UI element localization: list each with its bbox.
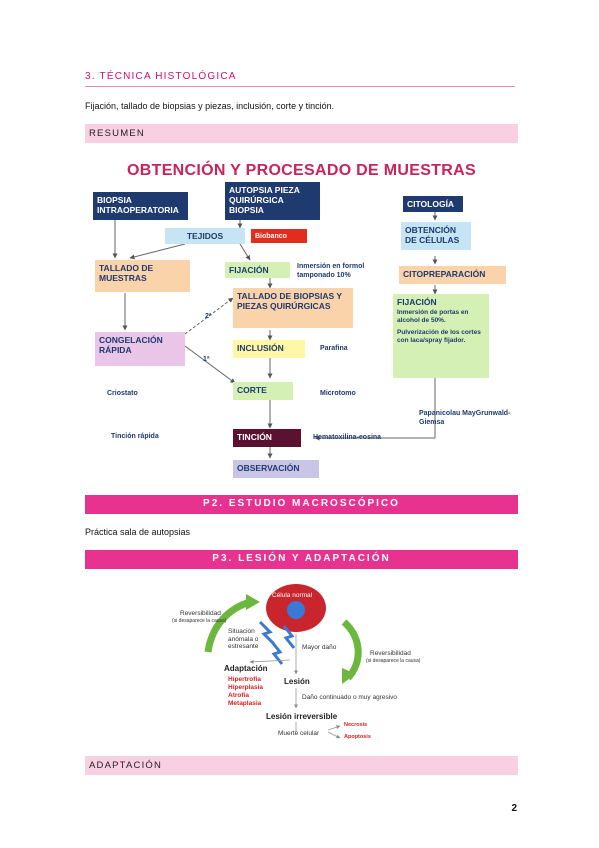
obtencion-celulas-box: OBTENCIÓN DE CÉLULAS <box>401 222 471 250</box>
citologia-box: CITOLOGÍA <box>403 196 463 212</box>
corte-box: CORTE <box>233 382 293 400</box>
reversibilidad-right: Reversibilidad <box>370 650 411 657</box>
autopsia-box: AUTOPSIA PIEZA QUIRÚRGICA BIOPSIA <box>225 182 320 220</box>
adaptacion-item: Hiperplasia <box>228 684 264 691</box>
fijacion-cito-note2: Pulverización de los cortes con laca/spr… <box>397 329 481 344</box>
adaptacion-band: ADAPTACIÓN <box>85 756 518 775</box>
muerte-celular-label: Muerte celular <box>278 730 320 737</box>
lesion-label: Lesión <box>284 677 310 686</box>
adaptacion-label: Adaptación <box>224 664 268 673</box>
intro-text: Fijación, tallado de biopsias y piezas, … <box>85 101 335 111</box>
adaptacion-band-label: ADAPTACIÓN <box>89 760 163 771</box>
fijacion-cito-box: FIJACIÓN Inmersión de portas en alcohol … <box>393 294 489 378</box>
adaptacion-item: Metaplasia <box>228 700 262 707</box>
biobanco-box: Biobanco <box>251 229 307 243</box>
mayor-dano-label: Mayor daño <box>302 644 337 651</box>
celula-normal-label: Célula normal <box>272 592 313 599</box>
reversibility-left-arrow <box>204 598 252 653</box>
citopreparacion-box: CITOPREPARACIÓN <box>399 266 506 284</box>
papanicolau-label: Papanicolau MayGrunwald-Giemsa <box>419 410 511 426</box>
resumen-label: RESUMEN <box>89 128 145 139</box>
label-1a: 1ª <box>203 356 210 363</box>
label-2a: 2ª <box>205 313 212 320</box>
necrosis-label: Necrosis <box>344 722 368 728</box>
flowchart: OBTENCIÓN Y PROCESADO DE MUESTRAS BIOPSI… <box>85 148 518 488</box>
parafina-label: Parafina <box>320 345 348 352</box>
criostato-label: Criostato <box>107 390 138 397</box>
p2-label: P2. ESTUDIO MACROSCÓPICO <box>203 498 400 509</box>
fijacion-note: Inmersión en formol tamponado 10% <box>297 263 365 279</box>
apoptosis-label: Apoptosis <box>344 734 371 740</box>
tallado-muestras-box: TALLADO DE MUESTRAS <box>95 260 190 292</box>
lightning-icon <box>270 641 284 665</box>
lesion-irreversible-label: Lesión irreversible <box>266 712 338 721</box>
practica-text: Práctica sala de autopsias <box>85 527 191 537</box>
dano-continuado-label: Daño continuado o muy agresivo <box>302 694 398 701</box>
fijacion-box: FIJACIÓN <box>225 262 290 278</box>
tallado-biopsias-box: TALLADO DE BIOPSIAS Y PIEZAS QUIRÚRGICAS <box>233 288 353 328</box>
adaptacion-item: Atrofia <box>228 692 249 699</box>
observacion-box: OBSERVACIÓN <box>233 460 319 478</box>
section-divider <box>85 86 515 87</box>
tincion-rapida-label: Tinción rápida <box>111 433 159 440</box>
tincion-box: TINCIÓN <box>233 429 301 447</box>
resumen-band: RESUMEN <box>85 124 518 143</box>
adaptacion-item: Hipertrofia <box>228 676 261 683</box>
p3-label: P3. LESIÓN Y ADAPTACIÓN <box>212 553 391 564</box>
flowchart-arrows <box>112 198 438 459</box>
cell-nucleus <box>287 601 305 619</box>
section-title: 3. TÉCNICA HISTOLÓGICA <box>85 71 237 82</box>
lesion-graphics <box>204 584 362 739</box>
reversibilidad-left-sub: (si desaparece la causa) <box>172 618 227 624</box>
lightning-icon <box>282 625 296 649</box>
reversibilidad-right-sub: (si desaparece la causa) <box>366 658 421 664</box>
situacion-label: Situación anómala o estresante <box>228 628 259 650</box>
page-number: 2 <box>511 803 517 814</box>
flowchart-title: OBTENCIÓN Y PROCESADO DE MUESTRAS <box>127 162 476 179</box>
fijacion-cito-label: FIJACIÓN <box>397 297 437 307</box>
p2-band: P2. ESTUDIO MACROSCÓPICO <box>85 495 518 514</box>
fijacion-cito-note1: Inmersión de portas en alcohol de 50%. <box>397 309 469 324</box>
tejidos-box: TEJIDOS <box>165 228 245 244</box>
p3-band: P3. LESIÓN Y ADAPTACIÓN <box>85 550 518 569</box>
hematoxilina-label: Hematoxilina-eosina <box>313 434 382 441</box>
congelacion-box: CONGELACIÓN RÁPIDA <box>95 332 185 366</box>
inclusion-box: INCLUSIÓN <box>233 340 305 358</box>
lightning-icon <box>258 620 276 646</box>
biopsia-box: BIOPSIA INTRAOPERATORIA <box>93 192 188 220</box>
lesion-diagram: Célula normal Reversibilidad (si desapar… <box>160 580 440 750</box>
microtomo-label: Microtomo <box>320 390 356 397</box>
reversibilidad-left: Reversibilidad <box>180 610 221 617</box>
reversibility-right-arrow <box>341 619 362 681</box>
